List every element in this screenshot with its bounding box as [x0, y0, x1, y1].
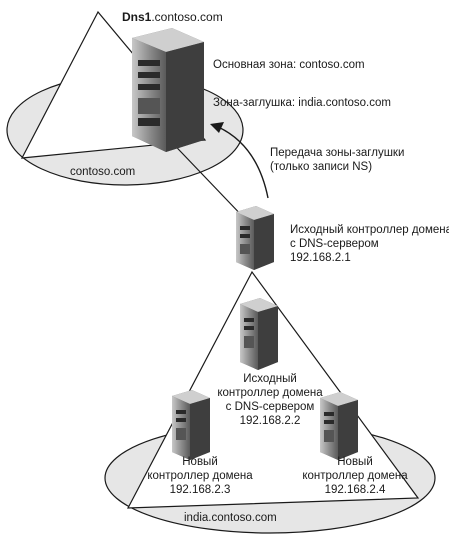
dc4-line2: контроллер домена [302, 470, 408, 482]
source-dc-line1: Исходный контроллер домена [290, 224, 449, 236]
dc4-ip: 192.168.2.4 [324, 484, 386, 496]
stub-transfer-label: Передача зоны-заглушки (только записи NS… [270, 146, 404, 174]
central-dc-server-icon [240, 298, 278, 370]
india-domain-label: india.contoso.com [184, 512, 277, 524]
stub-transfer-line1: Передача зоны-заглушки [270, 147, 405, 159]
central-dc-line2: контроллер домена [217, 387, 323, 399]
source-dc-ip: 192.168.2.1 [290, 252, 351, 264]
dc3-ip: 192.168.2.3 [169, 484, 231, 496]
source-dc-line2: с DNS-сервером [290, 238, 379, 250]
central-dc-label: Исходный контроллер домена с DNS-серверо… [205, 372, 335, 428]
dns1-hostname-suffix: .contoso.com [151, 10, 223, 24]
dc4-label: Новый контроллер домена 192.168.2.4 [300, 455, 410, 497]
dns1-hostname: Dns1.contoso.com [122, 10, 223, 24]
dc4-server-icon [320, 392, 358, 460]
stub-transfer-line2: (только записи NS) [270, 161, 373, 173]
stub-transfer-arrow [215, 125, 269, 199]
dc4-line1: Новый [337, 456, 373, 468]
dc3-line1: Новый [182, 456, 218, 468]
central-dc-line1: Исходный [243, 373, 297, 385]
central-dc-line3: с DNS-сервером [225, 401, 315, 413]
dc3-server-icon [172, 390, 210, 460]
source-dc-label: Исходный контроллер домена с DNS-серверо… [290, 223, 449, 265]
primary-zone-label: Основная зона: contoso.com [213, 59, 365, 71]
source-dc-server-icon [236, 206, 274, 270]
central-dc-ip: 192.168.2.2 [239, 415, 301, 427]
dc3-line2: контроллер домена [147, 470, 253, 482]
dns1-hostname-prefix: Dns1 [122, 10, 152, 24]
stub-zone-label: Зона-заглушка: india.contoso.com [213, 97, 391, 109]
stub-transfer-arrowhead [210, 122, 224, 133]
contoso-domain-label: contoso.com [70, 166, 136, 178]
dc3-label: Новый контроллер домена 192.168.2.3 [145, 455, 255, 497]
dns1-server-icon [132, 28, 204, 152]
